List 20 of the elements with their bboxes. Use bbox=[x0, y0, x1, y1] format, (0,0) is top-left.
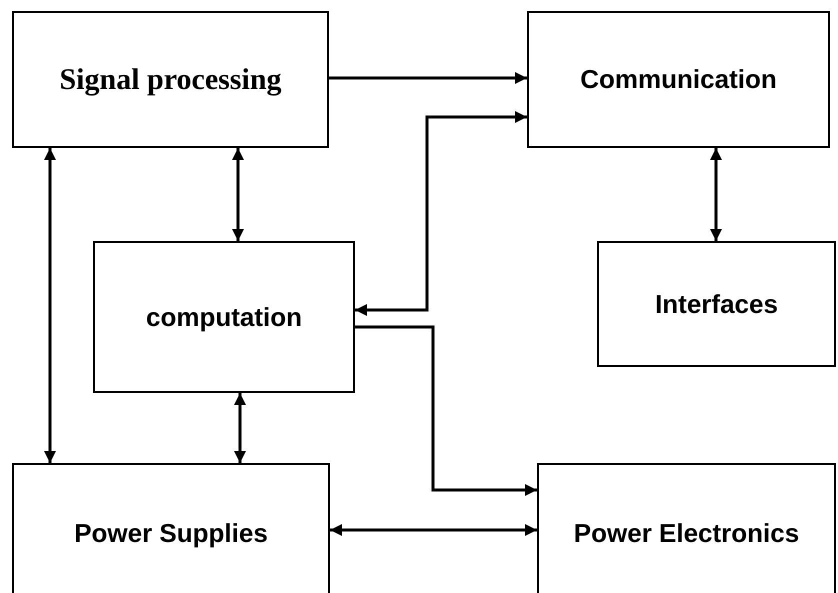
arrow bbox=[355, 326, 537, 496]
box-label: Communication bbox=[580, 63, 777, 96]
arrow bbox=[710, 148, 722, 241]
box-label: Power Supplies bbox=[74, 516, 268, 550]
arrow bbox=[234, 393, 246, 463]
arrow bbox=[330, 524, 537, 536]
box-label: Power Electronics bbox=[574, 516, 800, 550]
box-label: computation bbox=[146, 300, 302, 334]
process-box bbox=[527, 11, 830, 148]
arrow bbox=[355, 111, 527, 316]
arrow bbox=[44, 148, 56, 463]
process-box bbox=[537, 463, 836, 593]
process-box bbox=[597, 241, 836, 367]
box-label: Signal processing bbox=[60, 62, 282, 98]
process-box bbox=[12, 11, 329, 148]
arrow bbox=[329, 72, 527, 84]
arrow bbox=[232, 148, 244, 241]
process-box bbox=[93, 241, 355, 393]
box-label: Interfaces bbox=[655, 288, 778, 320]
process-box bbox=[12, 463, 330, 593]
